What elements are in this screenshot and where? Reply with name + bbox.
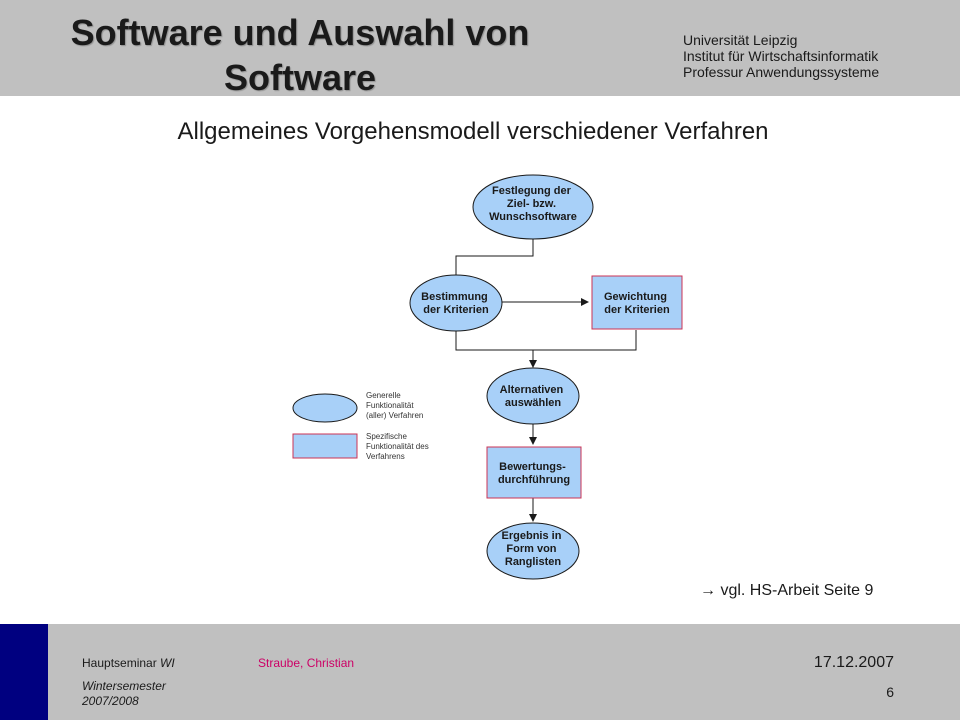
legend-label: Spezifische Funktionalität des Verfahren… [366, 432, 431, 461]
process-diagram: Festlegung der Ziel- bzw. Wunschsoftware… [292, 174, 683, 580]
label-line: Funktionalität des [366, 442, 429, 451]
rect-shape [486, 446, 582, 499]
node-label: Ergebnis in Form von Ranglisten [502, 530, 565, 568]
rect-shape [591, 275, 683, 330]
label-line: (aller) Verfahren [366, 411, 423, 420]
label-line: Ergebnis in [502, 530, 562, 542]
slide-title: Software und Auswahl von Software [70, 12, 530, 98]
university-line: Universität Leipzig [683, 32, 798, 48]
course-name: Hauptseminar WI [82, 656, 175, 670]
node-label: Alternativen auswählen [500, 384, 567, 409]
semester: Wintersemester 2007/2008 [82, 679, 166, 708]
chair-line: Professur Anwendungssysteme [683, 64, 880, 80]
node-label: Festlegung der Ziel- bzw. Wunschsoftware [489, 185, 577, 223]
label-line: Generelle [366, 391, 401, 400]
label-line: durchführung [498, 474, 570, 486]
legend-label: Generelle Funktionalität (aller) Verfahr… [366, 391, 423, 420]
label-line: der Kriterien [604, 304, 670, 316]
footer-accent-block [0, 624, 48, 720]
course-abbrev: WI [160, 656, 175, 670]
node-label: Bestimmung der Kriterien [421, 291, 491, 316]
legend: Generelle Funktionalität (aller) Verfahr… [292, 391, 431, 461]
date: 17.12.2007 [813, 654, 894, 671]
node-alternativen: Alternativen auswählen [486, 367, 580, 425]
label-line: Spezifische [366, 432, 407, 441]
page-number: 6 [886, 684, 894, 700]
label-line: Ziel- bzw. [507, 198, 556, 210]
connectors [452, 238, 637, 522]
label-line: Verfahrens [366, 452, 405, 461]
label-line: Ranglisten [505, 556, 562, 568]
ellipse-shape [486, 522, 580, 580]
institute-line: Institut für Wirtschaftsinformatik [683, 48, 879, 64]
node-festlegung: Festlegung der Ziel- bzw. Wunschsoftware [472, 174, 594, 240]
label-line: auswählen [505, 397, 562, 409]
course-prefix: Hauptseminar [82, 656, 161, 670]
footer-bar: Hauptseminar WI Wintersemester 2007/2008… [0, 624, 960, 720]
node-gewichtung: Gewichtung der Kriterien [591, 275, 683, 330]
legend-item-specific: Spezifische Funktionalität des Verfahren… [292, 432, 431, 461]
node-ergebnis: Ergebnis in Form von Ranglisten [486, 522, 580, 580]
author: Straube, Christian [258, 656, 355, 670]
label-line: der Kriterien [423, 304, 489, 316]
reference-text: vgl. HS-Arbeit Seite 9 [720, 582, 874, 599]
node-bewertung: Bewertungs- durchführung [486, 446, 582, 499]
label-line: Gewichtung [604, 291, 667, 303]
ellipse-shape [486, 367, 580, 425]
connector-festlegung-bestimmung [452, 238, 534, 283]
label-line: Bestimmung [421, 291, 488, 303]
node-bestimmung: Bestimmung der Kriterien [409, 274, 503, 332]
right-arrow-icon: → [700, 582, 716, 599]
label-line: Form von [506, 543, 556, 555]
connector-bestimmung-merge [455, 330, 533, 351]
connector-gewichtung-merge [533, 330, 637, 351]
node-label: Gewichtung der Kriterien [604, 291, 670, 316]
label-line: Festlegung der [492, 185, 572, 197]
node-label: Bewertungs- durchführung [498, 461, 570, 486]
slide-subtitle: Allgemeines Vorgehensmodell verschiedene… [177, 118, 769, 145]
label-line: Bewertungs- [499, 461, 566, 473]
label-line: Alternativen [500, 384, 564, 396]
header-bar: Software und Auswahl von Software Univer… [0, 0, 960, 98]
label-line: Funktionalität [366, 401, 414, 410]
ellipse-shape [472, 174, 594, 240]
label-line: Wunschsoftware [489, 211, 577, 223]
legend-item-general: Generelle Funktionalität (aller) Verfahr… [292, 391, 423, 423]
reference-note: → vgl. HS-Arbeit Seite 9 [700, 582, 873, 600]
legend-ellipse-swatch [292, 393, 358, 423]
university-block: Universität Leipzig Institut für Wirtsch… [683, 32, 879, 80]
ellipse-shape [409, 274, 503, 332]
legend-rect-swatch [292, 433, 358, 459]
